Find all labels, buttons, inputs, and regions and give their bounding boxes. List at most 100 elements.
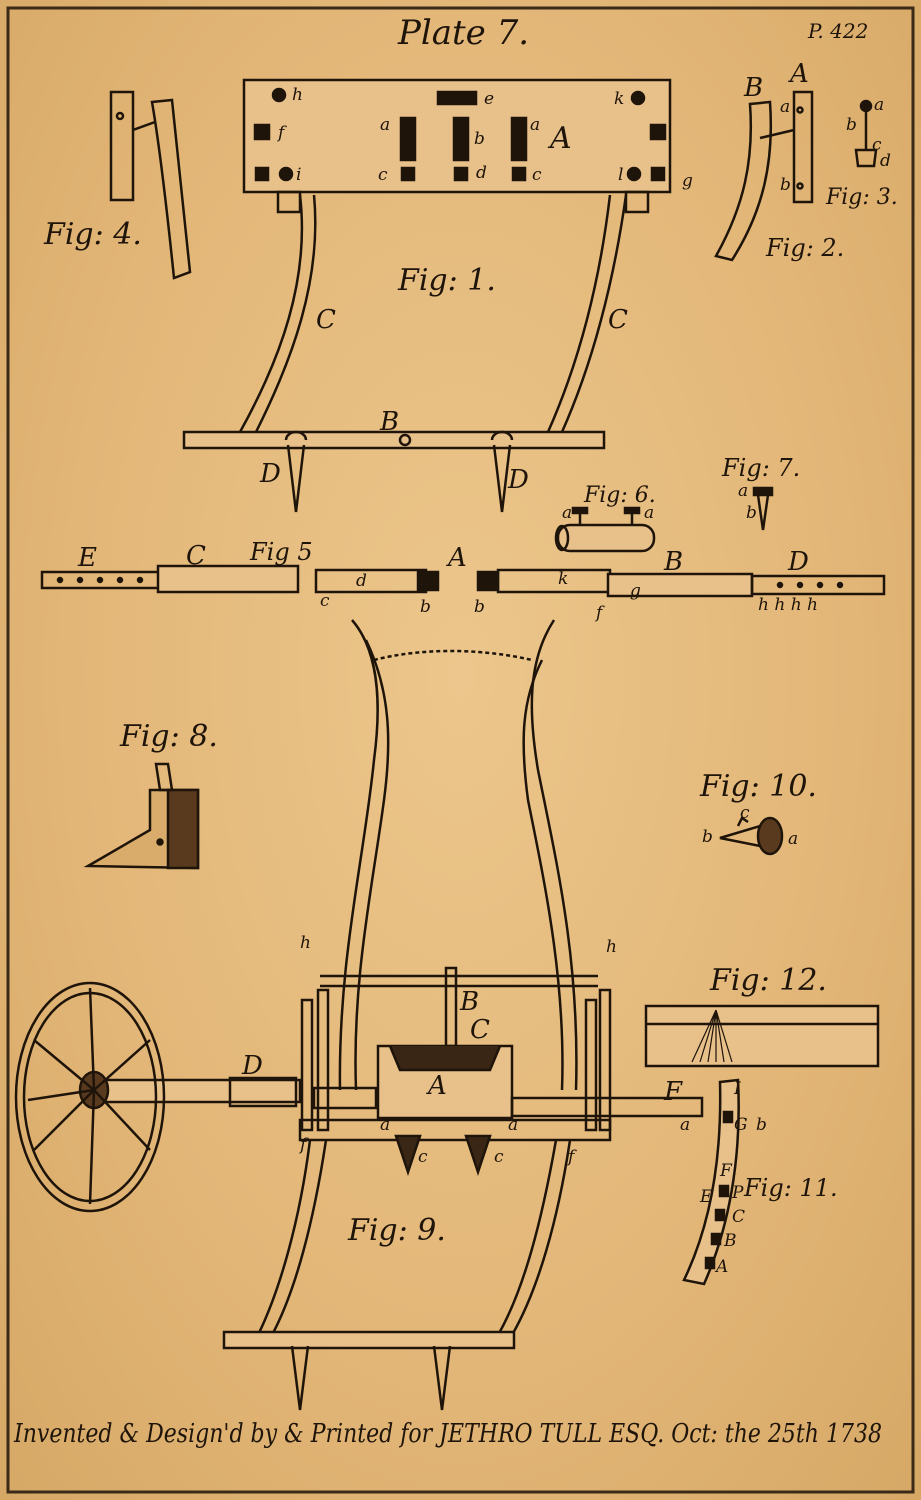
fig11-letter-a: a [680, 1115, 690, 1135]
fig11-letter-G: G [734, 1115, 748, 1135]
fig8-drawing [83, 762, 200, 870]
fig1-letter-c-right: c [532, 165, 542, 185]
fig3-letter-a: a [874, 95, 884, 115]
fig12-label: Fig: 12. [709, 963, 827, 998]
plate-border [6, 6, 915, 1494]
fig9-letter-C: C [470, 1015, 490, 1045]
fig3-letter-d: d [880, 151, 891, 171]
fig3-letter-c: c [872, 135, 882, 155]
fig5-letter-B: B [663, 547, 683, 577]
fig9-letter-a-right: a [508, 1115, 518, 1135]
fig9-letter-h-right: h [606, 937, 617, 957]
fig9-letter-c-left: c [418, 1147, 428, 1167]
fig1-letter-e: e [484, 89, 494, 109]
fig5-drawing [40, 564, 886, 598]
fig6-letter-a-left: a [562, 503, 572, 523]
fig9-letter-f-right: f [566, 1147, 577, 1167]
fig6-label: Fig: 6. [583, 483, 656, 508]
plate-caption: Invented & Design'd by & Printed for JET… [13, 1419, 882, 1449]
fig2-letter-a: a [780, 97, 790, 117]
fig9-letter-D: D [241, 1051, 263, 1081]
fig1-letter-A: A [547, 121, 572, 156]
fig9-drawing [14, 619, 704, 1411]
fig2-label: Fig: 2. [765, 234, 844, 262]
fig5-letter-D: D [787, 547, 809, 577]
fig9-letter-h-left: h [300, 933, 311, 953]
fig9-letter-c-right: c [494, 1147, 504, 1167]
fig1-label: Fig: 1. [397, 263, 496, 298]
fig5-letter-k: k [558, 569, 568, 589]
fig11-letter-C: C [732, 1207, 745, 1227]
fig9-letter-a-left: a [380, 1115, 390, 1135]
fig5-letter-f: f [594, 603, 605, 623]
fig11-letter-E: E [699, 1187, 713, 1207]
fig1-letter-k: k [614, 89, 624, 109]
fig4-drawing [109, 90, 192, 280]
fig5-letter-b-left: b [420, 597, 431, 617]
fig10-drawing [719, 816, 784, 856]
fig1-letter-C-right: C [608, 305, 628, 335]
fig1-letter-D-left: D [259, 459, 281, 489]
fig11-letter-B: B [723, 1231, 737, 1251]
fig10-letter-b: b [702, 827, 713, 847]
fig5-letter-A: A [446, 543, 467, 573]
fig9-letter-B: B [459, 987, 479, 1017]
fig11-letter-P: P [731, 1183, 744, 1203]
fig1-letter-a-left: a [380, 115, 390, 135]
fig5-letter-b-right: b [474, 597, 485, 617]
fig5-letter-hhhh: h h h h [758, 595, 818, 615]
fig7-label: Fig: 7. [721, 454, 800, 482]
fig7-letter-b: b [746, 503, 757, 523]
fig5-letter-d: d [356, 571, 367, 591]
fig9-letter-A: A [426, 1071, 447, 1101]
fig1-letter-B: B [379, 407, 399, 437]
fig12-drawing [644, 1004, 880, 1068]
fig1-letter-b: b [474, 129, 485, 149]
fig5-label: Fig 5 [249, 538, 313, 566]
fig3-letter-b: b [846, 115, 857, 135]
fig1-letter-l: l [618, 165, 623, 185]
fig4-label: Fig: 4. [43, 217, 142, 252]
fig11-letter-I: I [733, 1079, 741, 1099]
fig1-letter-f: f [276, 123, 287, 143]
fig9-letter-f-left: f [298, 1135, 309, 1155]
fig11-letter-b: b [756, 1115, 767, 1135]
fig10-letter-c: c [740, 803, 750, 823]
fig11-label: Fig: 11. [743, 1174, 838, 1202]
fig1-letter-h: h [292, 85, 303, 105]
fig9-letter-F: F [663, 1077, 683, 1107]
fig1-drawing [182, 78, 672, 513]
fig10-label: Fig: 10. [699, 769, 817, 804]
fig1-letter-d: d [476, 163, 487, 183]
fig10-letter-a: a [788, 829, 798, 849]
fig7-drawing [752, 486, 774, 531]
fig2-letter-A: A [788, 59, 809, 89]
fig9-label: Fig: 9. [347, 1213, 446, 1248]
fig5-letter-g: g [630, 581, 641, 601]
fig1-letter-c-left: c [378, 165, 388, 185]
fig2-letter-B: B [743, 73, 763, 103]
fig11-letter-F: F [719, 1161, 733, 1181]
fig5-letter-c: c [320, 591, 330, 611]
fig1-letter-C-left: C [316, 305, 336, 335]
fig11-drawing [682, 1078, 740, 1286]
fig2-drawing [714, 90, 814, 262]
fig3-drawing [854, 99, 878, 168]
plate-labels: Plate 7. P. 422 Fig: 1. Fig: 2. Fig: 3. … [13, 13, 898, 1449]
fig1-letter-g: g [682, 171, 693, 191]
fig1-letter-i: i [296, 165, 301, 185]
fig1-letter-D-right: D [507, 465, 529, 495]
fig3-label: Fig: 3. [825, 185, 898, 210]
fig6-drawing [554, 506, 656, 553]
fig1-letter-a-right: a [530, 115, 540, 135]
page-number: P. 422 [807, 19, 868, 43]
fig8-label: Fig: 8. [119, 719, 218, 754]
fig6-letter-a-right: a [644, 503, 654, 523]
plate-title: Plate 7. [397, 13, 529, 53]
fig2-letter-b: b [780, 175, 791, 195]
fig11-letter-A: A [714, 1257, 728, 1277]
fig5-letter-E: E [77, 543, 97, 573]
fig7-letter-a: a [738, 481, 748, 501]
